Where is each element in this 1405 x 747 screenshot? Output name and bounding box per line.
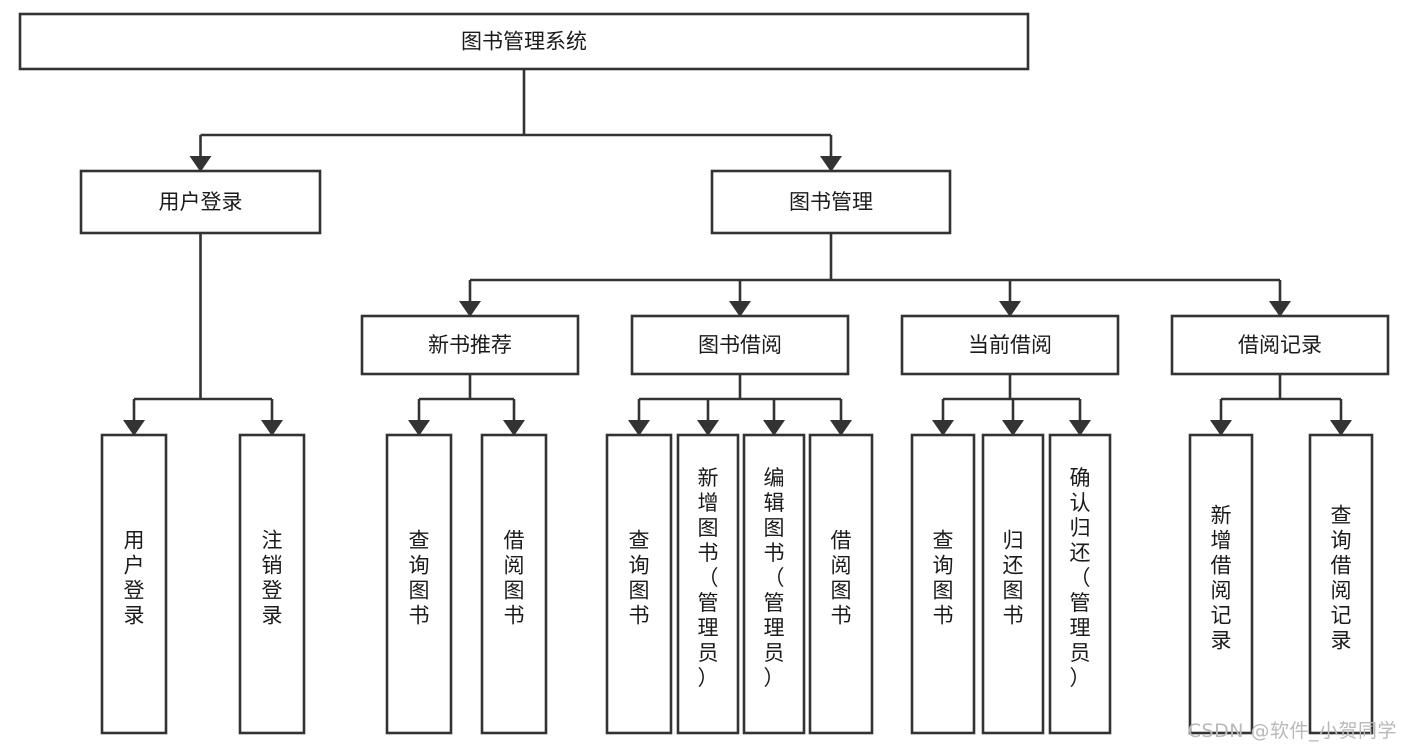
node-leaf-confirm-return-admin[interactable]: 确认归还（管理员） (1048, 433, 1112, 735)
node-label: 借阅图书 (504, 529, 525, 628)
node-borrow-record[interactable]: 借阅记录 (1170, 314, 1390, 376)
connector-arrow-icon (1330, 420, 1352, 436)
node-leaf-query-book-current[interactable]: 查询图书 (910, 433, 976, 735)
node-label: 当前借阅 (968, 333, 1052, 357)
node-root[interactable]: 图书管理系统 (18, 12, 1030, 71)
node-label: 查询图书 (409, 529, 430, 628)
node-label: 用户登录 (159, 190, 243, 214)
connector-arrow-icon (1210, 420, 1232, 436)
connector-arrow-icon (1002, 420, 1024, 436)
node-box (910, 433, 976, 735)
node-box (18, 12, 1030, 71)
connector-arrow-icon (189, 156, 212, 172)
node-box (238, 433, 306, 735)
node-box (676, 433, 740, 735)
connector-arrow-icon (830, 420, 852, 436)
connector-arrow-icon (697, 420, 719, 436)
node-label: 新书推荐 (428, 333, 512, 357)
node-label: 查询图书 (933, 529, 954, 628)
node-label: 确认归还（管理员） (1070, 466, 1091, 690)
connector-layer (123, 69, 1352, 436)
connector-arrow-icon (123, 420, 145, 436)
connector-arrow-icon (459, 301, 481, 317)
node-leaf-user-logout[interactable]: 注销登录 (238, 433, 306, 735)
node-label: 新增图书（管理员） (698, 466, 719, 690)
connector-arrow-icon (1069, 420, 1091, 436)
node-label: 注销登录 (262, 529, 283, 628)
node-leaf-query-borrow-record[interactable]: 查询借阅记录 (1308, 433, 1374, 735)
connector-arrow-icon (999, 301, 1021, 317)
node-label: 归还图书 (1003, 529, 1024, 628)
node-leaf-query-book-rec[interactable]: 查询图书 (385, 433, 453, 735)
node-box (742, 433, 806, 735)
node-box (385, 433, 453, 735)
node-box (981, 433, 1045, 735)
connector-arrow-icon (628, 420, 650, 436)
node-layer: 图书管理系统用户登录图书管理新书推荐图书借阅当前借阅借阅记录用户登录注销登录查询… (18, 12, 1390, 735)
node-label: 图书管理 (789, 190, 873, 214)
node-box (605, 433, 673, 735)
connector-arrow-icon (763, 420, 785, 436)
node-label: 用户登录 (124, 529, 145, 628)
node-label: 新增借阅记录 (1211, 504, 1232, 653)
node-label: 借阅图书 (831, 529, 852, 628)
node-label: 借阅记录 (1238, 333, 1322, 357)
node-box (1308, 433, 1374, 735)
node-leaf-borrow-book[interactable]: 借阅图书 (808, 433, 874, 735)
node-new-book-recommend[interactable]: 新书推荐 (360, 314, 580, 376)
node-label: 图书管理系统 (461, 30, 587, 54)
node-label: 编辑图书（管理员） (764, 466, 785, 690)
node-box (100, 433, 168, 735)
node-current-borrow[interactable]: 当前借阅 (900, 314, 1120, 376)
node-leaf-borrow-book-rec[interactable]: 借阅图书 (480, 433, 548, 735)
node-box (1170, 314, 1390, 376)
node-leaf-add-book-admin[interactable]: 新增图书（管理员） (676, 433, 740, 735)
node-book-borrow[interactable]: 图书借阅 (630, 314, 850, 376)
node-box (900, 314, 1120, 376)
node-leaf-add-borrow-record[interactable]: 新增借阅记录 (1188, 433, 1254, 735)
node-leaf-return-book[interactable]: 归还图书 (981, 433, 1045, 735)
node-leaf-query-book-borrow[interactable]: 查询图书 (605, 433, 673, 735)
connector-arrow-icon (932, 420, 954, 436)
node-user-login[interactable]: 用户登录 (79, 169, 322, 235)
node-box (630, 314, 850, 376)
node-box (808, 433, 874, 735)
node-box (1188, 433, 1254, 735)
node-book-management[interactable]: 图书管理 (710, 169, 952, 235)
connector-arrow-icon (408, 420, 430, 436)
node-box (360, 314, 580, 376)
node-box (1048, 433, 1112, 735)
node-label: 查询借阅记录 (1331, 504, 1352, 653)
node-leaf-user-login[interactable]: 用户登录 (100, 433, 168, 735)
node-label: 图书借阅 (698, 333, 782, 357)
connector-arrow-icon (729, 301, 751, 317)
node-leaf-edit-book-admin[interactable]: 编辑图书（管理员） (742, 433, 806, 735)
node-box (480, 433, 548, 735)
connector-arrow-icon (820, 156, 842, 172)
node-box (710, 169, 952, 235)
connector-arrow-icon (1269, 301, 1291, 317)
node-box (79, 169, 322, 235)
node-label: 查询图书 (629, 529, 650, 628)
csdn-watermark: CSDN @软件_小贺同学 (1187, 720, 1397, 742)
connector-arrow-icon (503, 420, 525, 436)
connector-arrow-icon (261, 420, 283, 436)
